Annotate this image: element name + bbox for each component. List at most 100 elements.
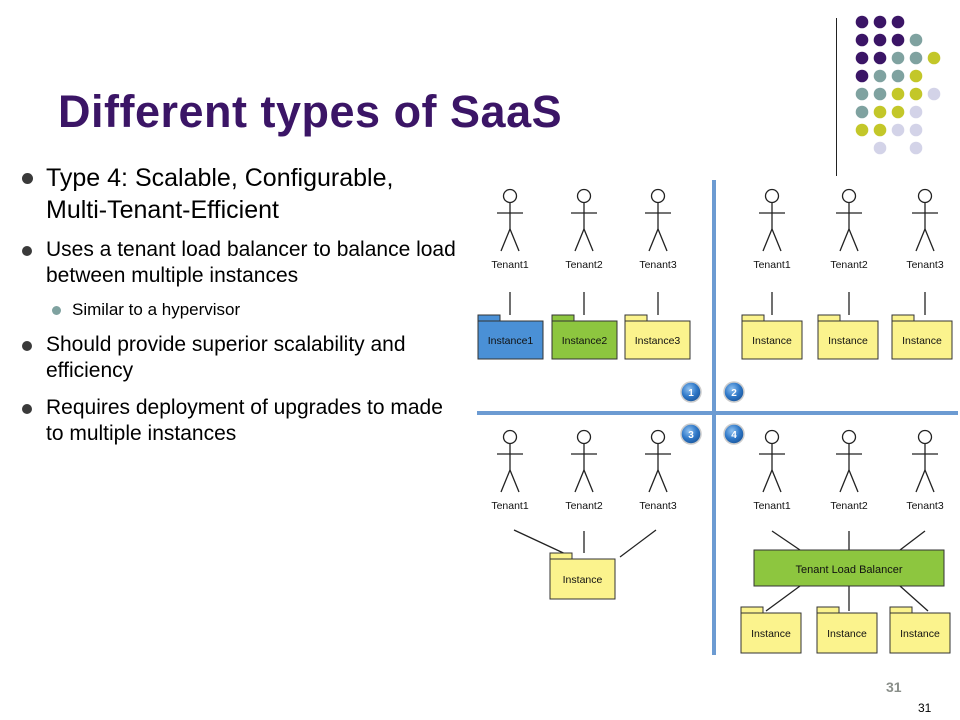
tenant-figure: Tenant2 <box>565 429 603 512</box>
instance-label: Instance <box>751 628 791 640</box>
tenant-label: Tenant2 <box>830 259 868 271</box>
instance-box: Instance <box>549 552 616 600</box>
decorative-dot <box>873 141 887 155</box>
svg-text:2: 2 <box>731 388 737 399</box>
instance-box: Instance1 <box>477 314 544 360</box>
decorative-dot <box>909 87 923 101</box>
instance-box: Instance2 <box>551 314 618 360</box>
decorative-dot <box>855 123 869 137</box>
tenant-figure: Tenant2 <box>830 188 868 271</box>
instance-label: Instance <box>828 335 868 347</box>
decorative-divider <box>836 18 837 176</box>
tenant-figure: Tenant3 <box>639 429 677 512</box>
tenant-label: Tenant3 <box>639 500 677 512</box>
instance-box: Instance <box>889 606 951 654</box>
instance-box: Instance <box>817 314 879 360</box>
page-title: Different types of SaaS <box>58 86 563 137</box>
decorative-dot <box>909 141 923 155</box>
decorative-dot <box>909 69 923 83</box>
tenant-label: Tenant3 <box>906 500 944 512</box>
tenant-label: Tenant2 <box>565 259 603 271</box>
tenant-label: Tenant1 <box>753 259 791 271</box>
decorative-dot <box>891 51 905 65</box>
bullet-item: Should provide superior scalability and … <box>18 332 458 384</box>
bullet-item: Requires deployment of upgrades to made … <box>18 395 458 447</box>
badge-3: 3 <box>680 423 702 445</box>
connector <box>899 530 926 551</box>
decorative-dot <box>873 105 887 119</box>
instance-label: Instance <box>900 628 940 640</box>
decorative-dot <box>891 69 905 83</box>
instance-label: Instance <box>827 628 867 640</box>
decorative-dot <box>873 51 887 65</box>
decorative-dot <box>891 33 905 47</box>
bullet-item: Uses a tenant load balancer to balance l… <box>18 237 458 289</box>
decorative-dot <box>891 87 905 101</box>
decorative-dot <box>891 15 905 29</box>
instance-box: Instance <box>816 606 878 654</box>
decorative-dot <box>855 51 869 65</box>
instance-box: Instance <box>741 314 803 360</box>
tenant-figure: Tenant1 <box>753 429 791 512</box>
connector <box>765 585 801 612</box>
decorative-dot <box>873 123 887 137</box>
tenant-label: Tenant2 <box>565 500 603 512</box>
decorative-dot <box>855 105 869 119</box>
decorative-dot-grid <box>855 15 941 155</box>
decorative-dot <box>927 51 941 65</box>
tenant-label: Tenant3 <box>906 259 944 271</box>
decorative-dot <box>873 15 887 29</box>
badge-2: 2 <box>723 381 745 403</box>
connector <box>771 530 801 551</box>
tenant-label: Tenant2 <box>830 500 868 512</box>
tenant-label: Tenant1 <box>753 500 791 512</box>
instance-box: Instance3 <box>624 314 691 360</box>
instance-label: Instance <box>902 335 942 347</box>
connector <box>619 529 657 558</box>
decorative-dot <box>873 69 887 83</box>
tenant-label: Tenant3 <box>639 259 677 271</box>
instance-label: Instance <box>563 574 603 586</box>
tenant-figure: Tenant2 <box>830 429 868 512</box>
tenant-figure: Tenant3 <box>639 188 677 271</box>
instance-label: Instance <box>752 335 792 347</box>
decorative-dot <box>873 87 887 101</box>
decorative-dot <box>891 123 905 137</box>
instance-label: Instance3 <box>635 335 681 347</box>
decorative-dot <box>873 33 887 47</box>
tenant-figure: Tenant1 <box>753 188 791 271</box>
tenant-load-balancer: Tenant Load Balancer <box>753 549 945 587</box>
tenant-label: Tenant1 <box>491 500 529 512</box>
decorative-dot <box>909 51 923 65</box>
svg-text:1: 1 <box>688 388 694 399</box>
connector <box>899 585 929 612</box>
tenant-figure: Tenant3 <box>906 429 944 512</box>
tenant-figure: Tenant1 <box>491 188 529 271</box>
decorative-dot <box>891 105 905 119</box>
load-balancer-label: Tenant Load Balancer <box>795 564 902 576</box>
decorative-dot <box>855 69 869 83</box>
svg-text:4: 4 <box>731 430 737 441</box>
tenant-figure: Tenant2 <box>565 188 603 271</box>
decorative-dot <box>855 87 869 101</box>
page-number-footer: 31 <box>886 679 902 695</box>
instance-box: Instance <box>740 606 802 654</box>
bullet-list: Type 4: Scalable, Configurable, Multi-Te… <box>18 162 458 447</box>
instance-label: Instance2 <box>562 335 608 347</box>
badge-1: 1 <box>680 381 702 403</box>
tenant-label: Tenant1 <box>491 259 529 271</box>
tenant-figure: Tenant3 <box>906 188 944 271</box>
bullet-item: Type 4: Scalable, Configurable, Multi-Te… <box>18 162 458 226</box>
decorative-dot <box>909 33 923 47</box>
decorative-dot <box>909 105 923 119</box>
instance-label: Instance1 <box>488 335 534 347</box>
decorative-dot <box>927 87 941 101</box>
decorative-dot <box>855 33 869 47</box>
badge-4: 4 <box>723 423 745 445</box>
page-number-corner: 31 <box>918 701 932 715</box>
decorative-dot <box>909 123 923 137</box>
instance-box: Instance <box>891 314 953 360</box>
decorative-dot <box>855 15 869 29</box>
svg-text:3: 3 <box>688 430 694 441</box>
